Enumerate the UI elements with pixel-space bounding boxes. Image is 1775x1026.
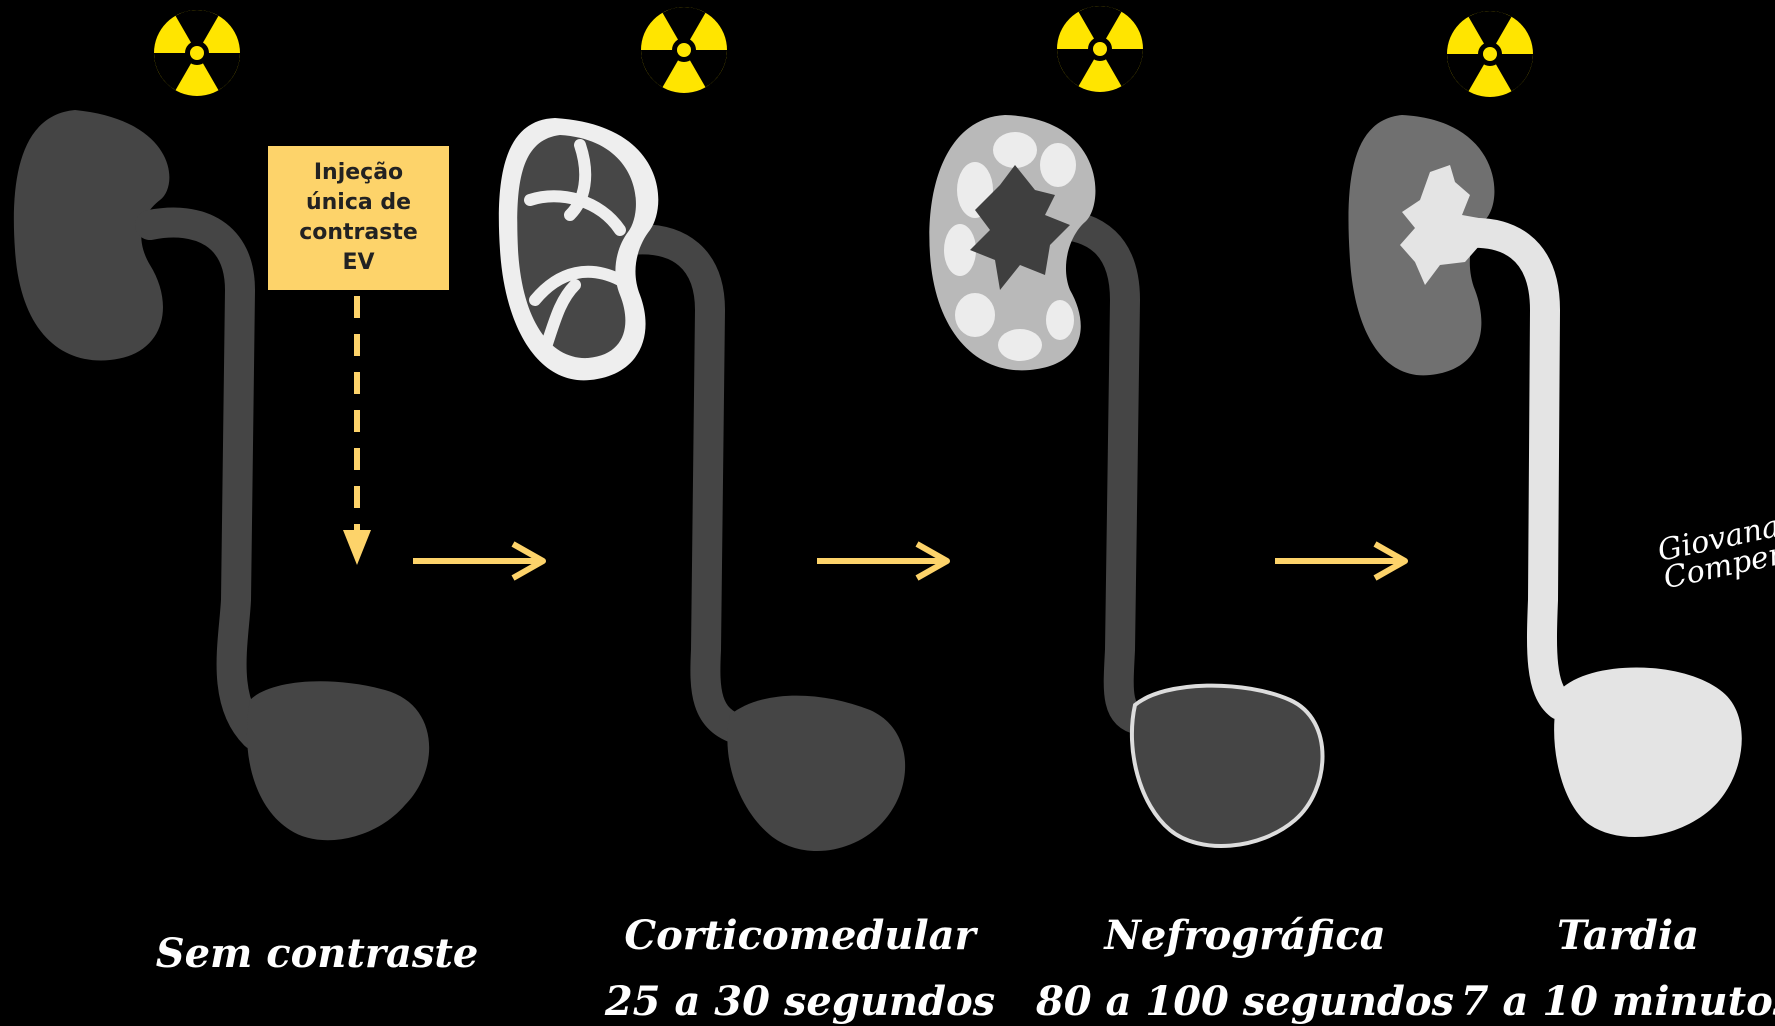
- phase-2-time: 25 a 30 segundos: [605, 978, 995, 1025]
- radiation-icon-1: [154, 10, 240, 96]
- radiation-icon-4: [1447, 11, 1533, 97]
- radiation-icon-2: [641, 7, 727, 93]
- phase-1-name: Sem contraste: [156, 930, 479, 977]
- injection-note-text: Injeção única de contraste EV: [299, 158, 418, 278]
- phase-2-name: Corticomedular: [624, 912, 975, 959]
- phase-3-name: Nefrográfica: [1104, 912, 1385, 959]
- right-arrow-icon-1: [413, 544, 543, 578]
- phase-4-name: Tardia: [1557, 912, 1699, 959]
- phase-4-time: 7 a 10 minutos: [1461, 978, 1775, 1025]
- injection-note: Injeção única de contraste EV: [268, 146, 449, 290]
- urinary-tract-delayed: [1348, 115, 1741, 837]
- right-arrow-icon-2: [817, 544, 947, 578]
- right-arrow-icon-3: [1275, 544, 1405, 578]
- injection-down-arrow-icon: [343, 296, 371, 565]
- radiation-icon-3: [1057, 6, 1143, 92]
- phase-3-time: 80 a 100 segundos: [1036, 978, 1454, 1025]
- urinary-tract-corticomedullary: [499, 118, 905, 851]
- urinary-tract-nephrographic: [929, 115, 1322, 846]
